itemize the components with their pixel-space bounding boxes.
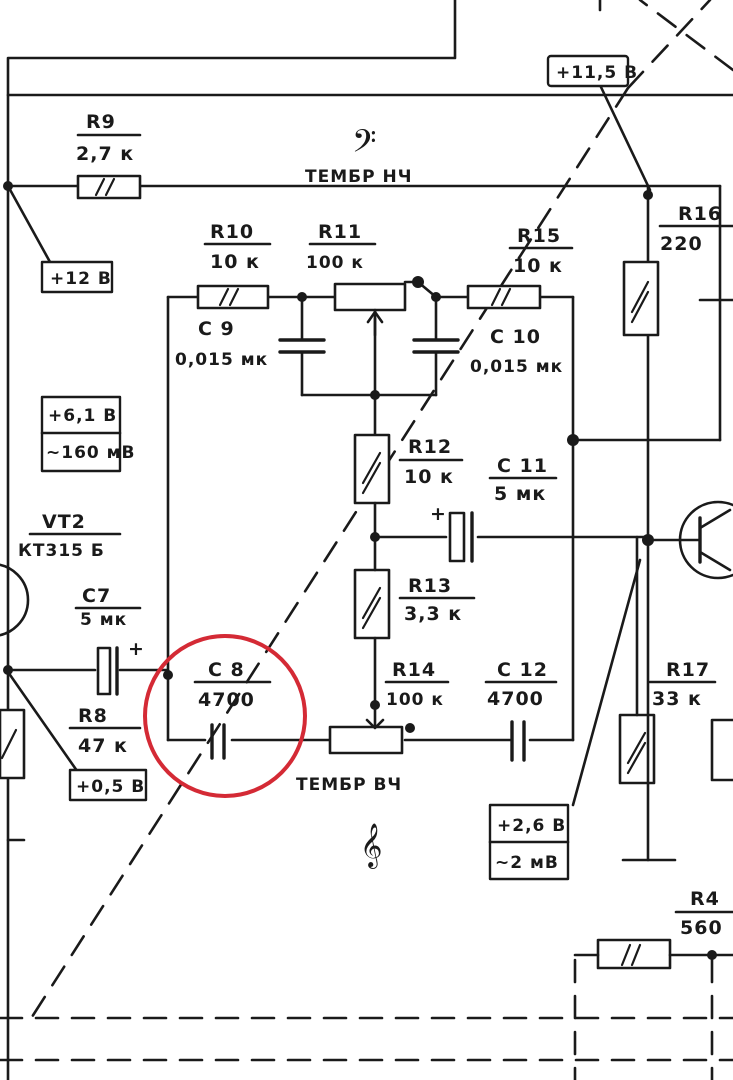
- tone-labels: 𝄢 ТЕМБР НЧ ТЕМБР ВЧ 𝄞: [296, 123, 412, 869]
- bass-control-label: ТЕМБР НЧ: [305, 167, 412, 187]
- vt2-name: VT2: [42, 511, 86, 533]
- voltage-top-text: +11,5 В: [556, 63, 638, 83]
- voltage-box-r8: +0,5 В: [68, 768, 148, 802]
- r12-name: R12: [408, 436, 452, 458]
- r8-value: 47 к: [78, 735, 128, 757]
- c12-value: 4700: [487, 688, 544, 710]
- voltage-box-top: +11,5 В: [546, 54, 638, 88]
- r10-name: R10: [210, 221, 254, 243]
- r11-potentiometer: [333, 282, 407, 337]
- c8-highlight-circle: [143, 634, 307, 798]
- c7-capacitor: [96, 646, 119, 696]
- r15-name: R15: [517, 225, 561, 247]
- r4-name: R4: [690, 888, 720, 910]
- r16-resistor: [622, 260, 660, 337]
- r12-value: 10 к: [404, 466, 454, 488]
- treble-clef: 𝄞: [360, 823, 383, 869]
- c7-name: C7: [82, 585, 111, 607]
- c9-value: 0,015 мк: [175, 350, 268, 370]
- r4-resistor: [573, 938, 733, 970]
- r9-name: R9: [86, 111, 116, 133]
- r17-value: 33 к: [652, 688, 702, 710]
- r4-value: 560: [680, 917, 723, 939]
- c10-value: 0,015 мк: [470, 357, 563, 377]
- center-wiring: [373, 501, 677, 862]
- c7-plus: +: [128, 638, 145, 660]
- r14-name: R14: [392, 659, 436, 681]
- bass-network: [166, 280, 722, 742]
- r12-resistor: [353, 433, 391, 505]
- voltage-box-vt2: +6,1 В ~160 мВ: [40, 395, 136, 473]
- r10-value: 10 к: [210, 251, 260, 273]
- voltage-vt2-ac-text: ~160 мВ: [46, 443, 136, 463]
- voltage-bottom-ac-text: ~2 мВ: [495, 853, 559, 873]
- c8-name: C 8: [208, 659, 245, 681]
- c10-capacitor: [412, 338, 460, 354]
- c12-name: C 12: [497, 659, 548, 681]
- c10-name: C 10: [490, 326, 541, 348]
- arrow-leaders: [6, 83, 652, 807]
- r10-resistor: [196, 284, 270, 310]
- r16-value: 220: [660, 233, 703, 255]
- vt2-value: КТ315 Б: [18, 541, 105, 561]
- voltage-r9-text: +12 В: [50, 269, 112, 289]
- c8-capacitor: [210, 723, 226, 760]
- r11-value: 100 к: [306, 253, 364, 273]
- r14-potentiometer: [328, 718, 404, 755]
- c12-capacitor: [510, 720, 526, 762]
- c9-capacitor: [278, 338, 326, 354]
- voltage-box-r9: +12 В: [40, 260, 114, 294]
- voltage-box-bottom: +2,6 В ~2 мВ: [488, 803, 570, 881]
- r15-resistor: [466, 284, 542, 310]
- c11-plus: +: [430, 503, 447, 525]
- c8-value: 4700: [198, 689, 255, 711]
- voltage-r8-text: +0,5 В: [76, 777, 145, 797]
- r13-name: R13: [408, 575, 452, 597]
- vt2-transistor: [0, 563, 30, 637]
- treble-control-label: ТЕМБР ВЧ: [296, 775, 402, 795]
- r17-name: R17: [666, 659, 710, 681]
- r15-value: 10 к: [513, 255, 563, 277]
- c11-value: 5 мк: [494, 483, 546, 505]
- r16b-resistor: [710, 718, 733, 782]
- junctions: [3, 181, 717, 960]
- c11-capacitor: [448, 511, 474, 563]
- c9-name: C 9: [198, 318, 235, 340]
- r13-resistor: [353, 568, 391, 640]
- c7-value: 5 мк: [80, 610, 127, 630]
- r9-resistor: [76, 174, 142, 200]
- voltage-bottom-dc-text: +2,6 В: [497, 816, 566, 836]
- component-labels: R9 2,7 к R10 10 к R11 100 к R15 10 к R16…: [18, 111, 733, 939]
- c11-name: C 11: [497, 455, 548, 477]
- r8-name: R8: [78, 705, 108, 727]
- r11-name: R11: [318, 221, 362, 243]
- voltage-vt2-dc-text: +6,1 В: [48, 406, 117, 426]
- r14-value: 100 к: [386, 690, 444, 710]
- transistor-right: [646, 500, 733, 580]
- r9-value: 2,7 к: [76, 143, 134, 165]
- bass-clef: 𝄢: [352, 123, 377, 167]
- r13-value: 3,3 к: [404, 603, 462, 625]
- r16-name: R16: [678, 203, 722, 225]
- r8-resistor: [0, 708, 26, 780]
